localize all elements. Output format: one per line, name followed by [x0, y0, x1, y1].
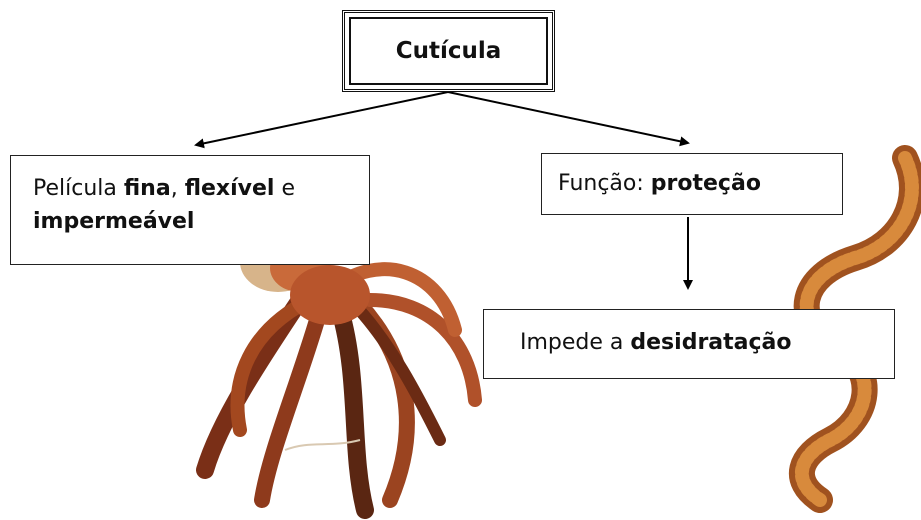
- left-text-prefix: Película: [33, 176, 124, 201]
- right-text-prefix: Função:: [558, 171, 651, 196]
- root-node-cuticula: Cutícula: [342, 10, 555, 92]
- root-label: Cutícula: [395, 38, 502, 64]
- node-pelicula-description: Película fina, flexível e impermeável: [10, 155, 370, 265]
- node-impede-desidratacao: Impede a desidratação: [483, 309, 895, 379]
- left-bold-fina: fina: [123, 176, 171, 201]
- left-bold-impermeavel: impermeável: [33, 209, 195, 234]
- right-bold-protecao: proteção: [650, 171, 761, 196]
- arrow-to-left-box: [194, 91, 449, 149]
- node-funcao: Função: proteção: [541, 153, 843, 215]
- left-sep-1: ,: [170, 176, 185, 201]
- bottom-text-prefix: Impede a: [520, 330, 631, 355]
- arrow-to-right-box: [447, 91, 690, 147]
- bottom-bold-desidratacao: desidratação: [630, 330, 792, 355]
- left-bold-flexivel: flexível: [184, 176, 275, 201]
- left-sep-2: e: [274, 176, 295, 201]
